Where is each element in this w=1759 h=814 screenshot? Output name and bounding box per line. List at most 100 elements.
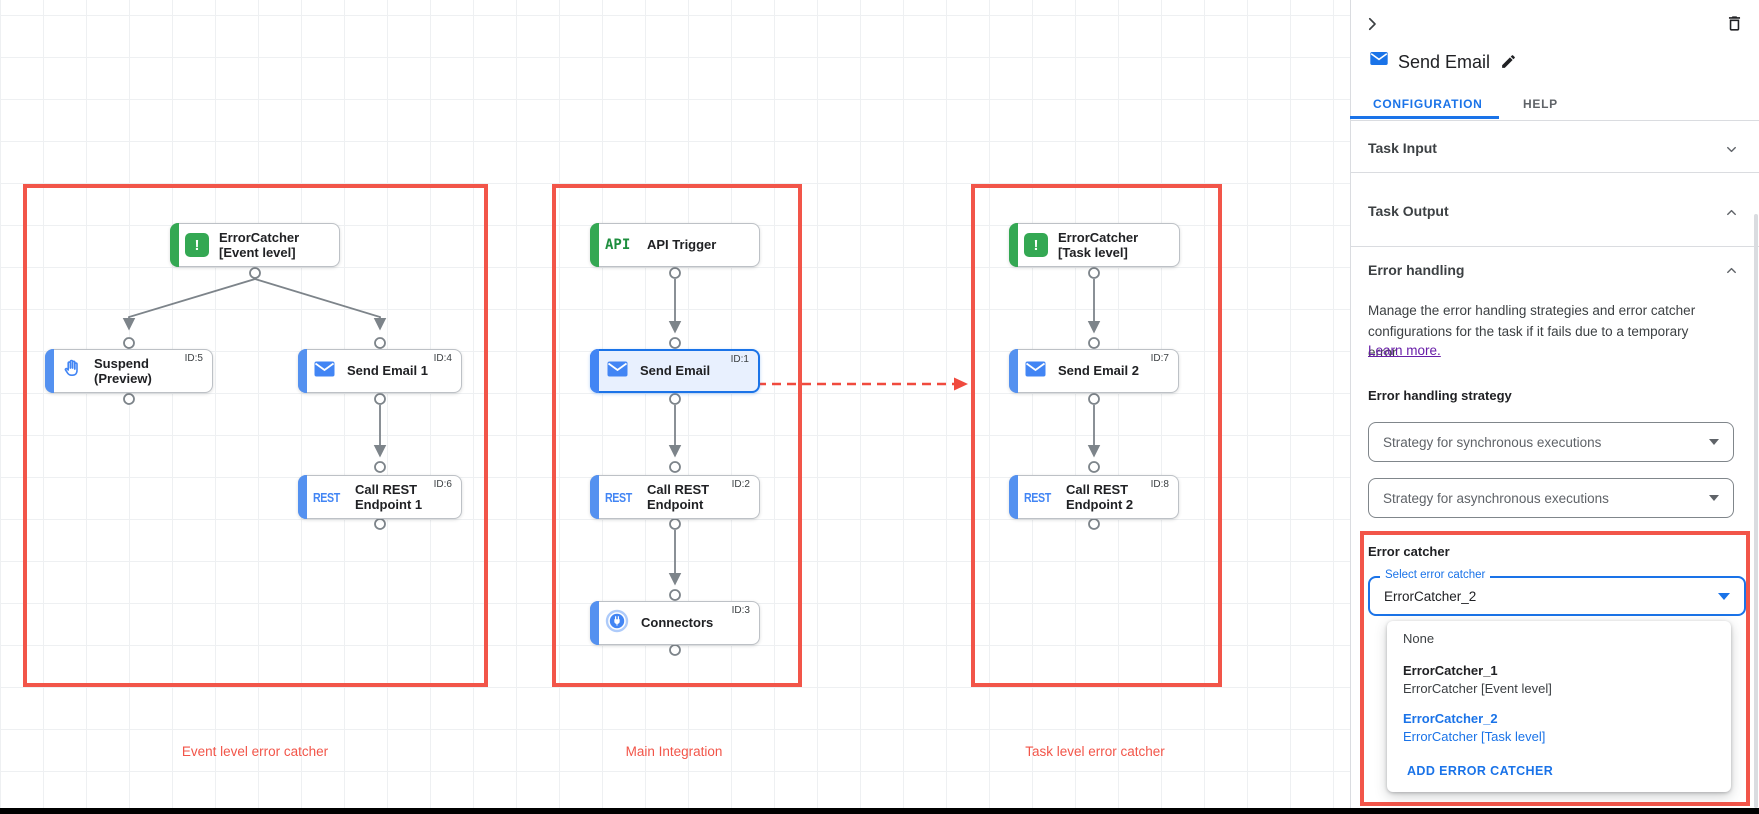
node-connectors[interactable]: Connectors ID:3 xyxy=(590,601,760,645)
error-handling-description: Manage the error handling strategies and… xyxy=(1368,303,1696,360)
node-send-email-2[interactable]: Send Email 2 ID:7 xyxy=(1009,349,1179,393)
section-error-handling[interactable]: Error handling xyxy=(1368,262,1465,278)
select-error-catcher-label: Select error catcher xyxy=(1380,569,1491,581)
node-id-badge: ID:4 xyxy=(433,353,452,364)
node-send-email-1[interactable]: Send Email 1 ID:4 xyxy=(298,349,462,393)
chevron-up-icon[interactable] xyxy=(1724,263,1739,283)
caption-event-level: Event level error catcher xyxy=(181,744,329,759)
dropdown-caret-icon xyxy=(1709,495,1719,501)
node-id-badge: ID:6 xyxy=(433,479,452,490)
api-icon: API xyxy=(605,237,631,253)
caption-main-integration: Main Integration xyxy=(625,744,723,759)
menu-option-errorcatcher-2-desc: ErrorCatcher [Task level] xyxy=(1403,729,1546,744)
dropdown-caret-icon xyxy=(1709,439,1719,445)
node-errorcatcher-task-level[interactable]: ErrorCatcher [Task level] xyxy=(1009,223,1180,267)
error-catcher-select[interactable]: ErrorCatcher_2 xyxy=(1368,576,1746,616)
error-handling-strategy-label: Error handling strategy xyxy=(1368,388,1512,403)
collapse-panel-icon[interactable] xyxy=(1363,15,1381,38)
sync-strategy-select[interactable]: Strategy for synchronous executions xyxy=(1368,422,1734,462)
sync-strategy-placeholder: Strategy for synchronous executions xyxy=(1383,434,1602,450)
node-id-badge: ID:3 xyxy=(731,605,750,616)
node-id-badge: ID:5 xyxy=(184,353,203,364)
learn-more-link[interactable]: Learn more. xyxy=(1368,343,1441,358)
menu-option-none[interactable]: None xyxy=(1403,631,1435,646)
annotation-box-event-level xyxy=(23,184,488,687)
section-task-input[interactable]: Task Input xyxy=(1368,140,1437,156)
active-tab-underline xyxy=(1350,116,1499,119)
node-label: Call REST Endpoint 1 xyxy=(355,481,423,512)
rest-icon: REST xyxy=(1024,489,1051,505)
node-id-badge: ID:1 xyxy=(730,354,749,365)
node-send-email[interactable]: Send Email ID:1 xyxy=(590,349,760,393)
caption-task-level: Task level error catcher xyxy=(1025,744,1165,759)
node-label: ErrorCatcher [Event level] xyxy=(219,229,300,260)
node-accent-bar xyxy=(170,223,179,267)
node-call-rest-endpoint[interactable]: REST Call REST Endpoint ID:2 xyxy=(590,475,760,519)
annotation-box-main-integration xyxy=(552,184,802,687)
window-bottom-edge xyxy=(0,808,1759,814)
node-accent-bar xyxy=(298,475,307,519)
node-label: API Trigger xyxy=(647,237,717,253)
node-accent-bar xyxy=(45,349,54,393)
rest-icon: REST xyxy=(313,489,340,505)
node-accent-bar xyxy=(590,601,599,645)
node-call-rest-endpoint-1[interactable]: REST Call REST Endpoint 1 ID:6 xyxy=(298,475,462,519)
error-catcher-icon xyxy=(185,233,209,257)
node-label: Connectors xyxy=(641,615,714,631)
chevron-up-icon[interactable] xyxy=(1724,205,1739,225)
error-catcher-label: Error catcher xyxy=(1368,544,1450,559)
panel-title: Send Email xyxy=(1398,52,1491,72)
node-accent-bar xyxy=(298,349,307,393)
section-task-output[interactable]: Task Output xyxy=(1368,203,1449,219)
node-accent-bar xyxy=(1009,475,1018,519)
rest-icon: REST xyxy=(605,489,632,505)
divider xyxy=(1351,172,1759,173)
email-icon xyxy=(313,360,337,383)
divider xyxy=(1351,120,1759,121)
node-label: Send Email 2 xyxy=(1058,363,1139,379)
divider xyxy=(1351,246,1759,247)
error-catcher-menu xyxy=(1387,621,1731,792)
error-catcher-value: ErrorCatcher_2 xyxy=(1384,588,1477,604)
node-suspend[interactable]: Suspend (Preview) ID:5 xyxy=(45,349,213,393)
connector-icon xyxy=(605,609,631,638)
hand-icon xyxy=(60,357,84,386)
node-id-badge: ID:2 xyxy=(731,479,750,490)
node-errorcatcher-event-level[interactable]: ErrorCatcher [Event level] xyxy=(170,223,340,267)
node-accent-bar xyxy=(1009,223,1018,267)
delete-task-icon[interactable] xyxy=(1725,14,1744,38)
menu-option-errorcatcher-2[interactable]: ErrorCatcher_2 xyxy=(1403,711,1498,726)
async-strategy-placeholder: Strategy for asynchronous executions xyxy=(1383,490,1609,506)
node-label: Call REST Endpoint xyxy=(647,481,710,512)
node-label: Send Email 1 xyxy=(347,363,428,379)
dropdown-caret-icon xyxy=(1718,592,1730,600)
edit-name-icon[interactable] xyxy=(1500,53,1517,75)
email-icon xyxy=(1024,360,1048,383)
node-id-badge: ID:8 xyxy=(1150,479,1169,490)
node-accent-bar xyxy=(590,349,599,393)
node-label: Call REST Endpoint 2 xyxy=(1066,481,1134,512)
node-label: Send Email xyxy=(640,363,711,379)
node-call-rest-endpoint-2[interactable]: REST Call REST Endpoint 2 ID:8 xyxy=(1009,475,1179,519)
node-label: Suspend (Preview) xyxy=(94,355,152,386)
menu-option-errorcatcher-1[interactable]: ErrorCatcher_1 xyxy=(1403,663,1498,678)
error-catcher-icon xyxy=(1024,233,1048,257)
node-label: ErrorCatcher [Task level] xyxy=(1058,229,1139,260)
node-accent-bar xyxy=(590,475,599,519)
annotation-box-task-level xyxy=(971,184,1222,687)
tab-configuration[interactable]: CONFIGURATION xyxy=(1373,97,1483,111)
node-accent-bar xyxy=(590,223,599,267)
chevron-down-icon[interactable] xyxy=(1724,142,1739,162)
menu-option-errorcatcher-1-desc: ErrorCatcher [Event level] xyxy=(1403,681,1552,696)
add-error-catcher-button[interactable]: ADD ERROR CATCHER xyxy=(1407,764,1554,778)
panel-scrollbar[interactable] xyxy=(1754,214,1758,808)
node-api-trigger[interactable]: API API Trigger xyxy=(590,223,760,267)
email-icon xyxy=(1369,50,1389,72)
tab-help[interactable]: HELP xyxy=(1523,97,1558,111)
async-strategy-select[interactable]: Strategy for asynchronous executions xyxy=(1368,478,1734,518)
node-id-badge: ID:7 xyxy=(1150,353,1169,364)
integration-canvas[interactable]: ErrorCatcher [Event level] Suspend (Prev… xyxy=(0,0,1350,814)
node-accent-bar xyxy=(1009,349,1018,393)
email-icon xyxy=(606,360,630,383)
